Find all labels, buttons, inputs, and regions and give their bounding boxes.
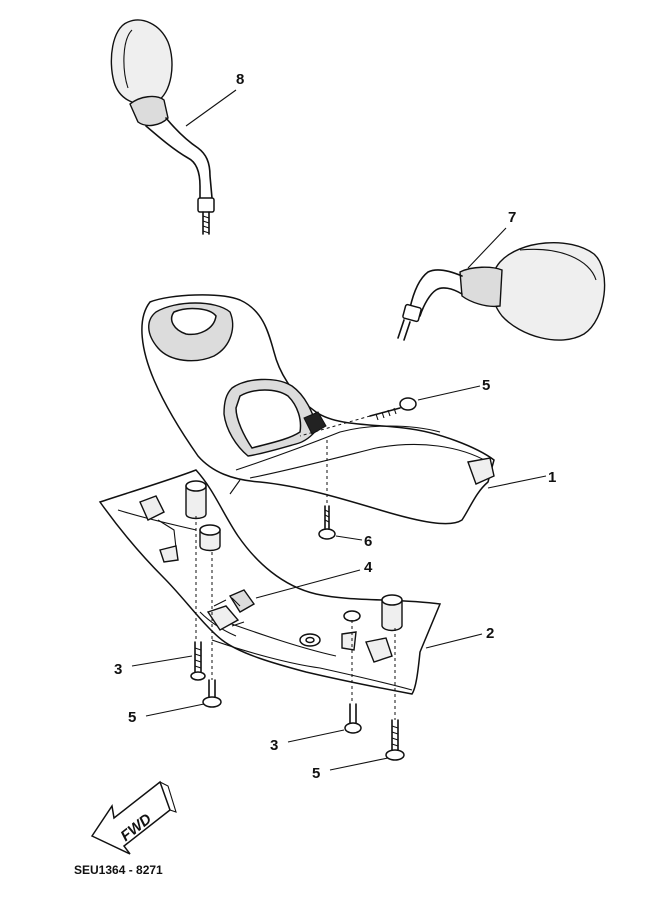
callout-label: 5 — [312, 765, 320, 782]
callout-6: 6 — [335, 533, 372, 550]
nut-part-4 — [228, 589, 256, 613]
callout-5-top: 5 — [417, 377, 490, 401]
assembly-lines — [195, 415, 396, 720]
callout-5-left: 5 — [128, 703, 205, 726]
callout-label: 2 — [486, 625, 494, 642]
screw-part-5-left — [202, 679, 222, 708]
callout-3-left: 3 — [114, 655, 193, 678]
callout-2: 2 — [425, 625, 494, 649]
callout-label: 5 — [128, 709, 136, 726]
callout-8: 8 — [185, 71, 244, 127]
callout-label: 1 — [548, 469, 556, 486]
callout-3-right: 3 — [270, 729, 345, 754]
collars — [185, 480, 221, 552]
screw-part-6 — [318, 505, 336, 540]
callout-label: 5 — [482, 377, 490, 394]
figure-code: SEU1364 - 8271 — [74, 863, 163, 877]
screw-part-3-left — [190, 641, 206, 681]
screw-part-5-top — [369, 397, 417, 421]
callout-label: 4 — [364, 559, 373, 576]
left-mirror — [110, 19, 215, 235]
callout-4: 4 — [255, 559, 373, 599]
callout-label: 3 — [270, 737, 278, 754]
callout-1: 1 — [487, 469, 556, 489]
callout-label: 3 — [114, 661, 122, 678]
callout-7: 7 — [467, 209, 516, 269]
callout-label: 8 — [236, 71, 244, 88]
callout-label: 7 — [508, 209, 516, 226]
fwd-arrow: FWD — [90, 780, 177, 855]
screw-part-5-right — [385, 719, 405, 761]
callout-label: 6 — [364, 533, 372, 550]
handlebar-upper-cover — [141, 294, 495, 525]
callout-5-right: 5 — [312, 757, 389, 782]
handlebar-lower-cover — [98, 469, 442, 695]
screw-part-3-right — [344, 703, 362, 734]
right-mirror — [397, 242, 606, 341]
